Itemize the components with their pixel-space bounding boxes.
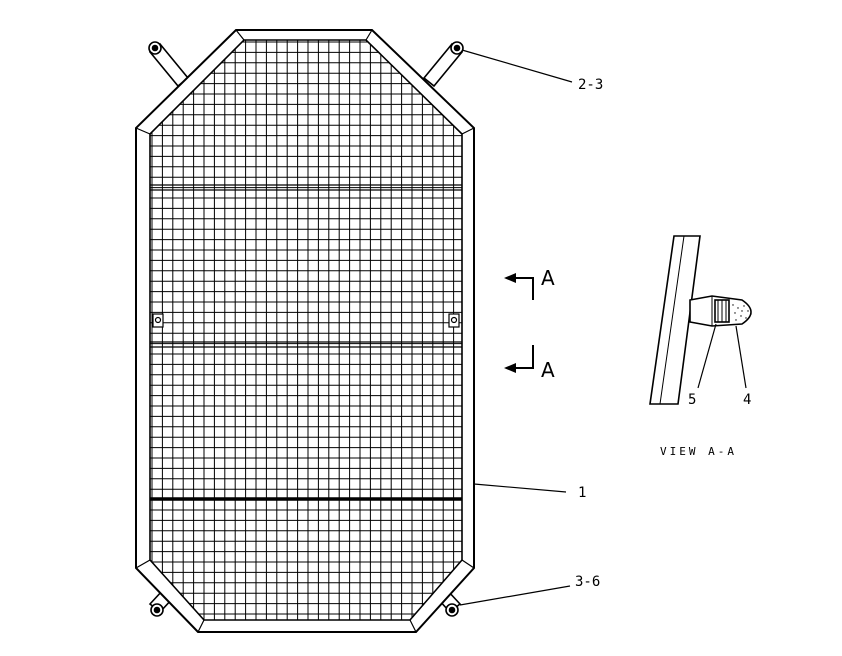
detail-view-a-a [649, 235, 752, 405]
right-fastener [448, 313, 460, 328]
wire-mesh [150, 40, 462, 620]
callout-5: 5 [688, 392, 696, 408]
frame-mitre-lines [135, 29, 475, 633]
grille-frame-inner [149, 39, 463, 621]
left-fastener [152, 313, 164, 328]
leader-lines [459, 49, 747, 606]
callout-2-3: 2-3 [578, 77, 603, 93]
detail-thread-stipple [732, 304, 752, 321]
cross-bars [150, 184, 462, 501]
callout-3-6: 3-6 [575, 574, 600, 590]
top-left-lug [148, 41, 190, 88]
view-caption: VIEW A-A [660, 445, 737, 458]
callout-4: 4 [743, 392, 751, 408]
section-marker [504, 273, 534, 373]
top-right-lug [422, 41, 464, 88]
callout-1: 1 [578, 485, 586, 501]
section-label-top: A [541, 266, 555, 290]
section-label-bottom: A [541, 358, 555, 382]
detail-frame-section [649, 235, 701, 405]
